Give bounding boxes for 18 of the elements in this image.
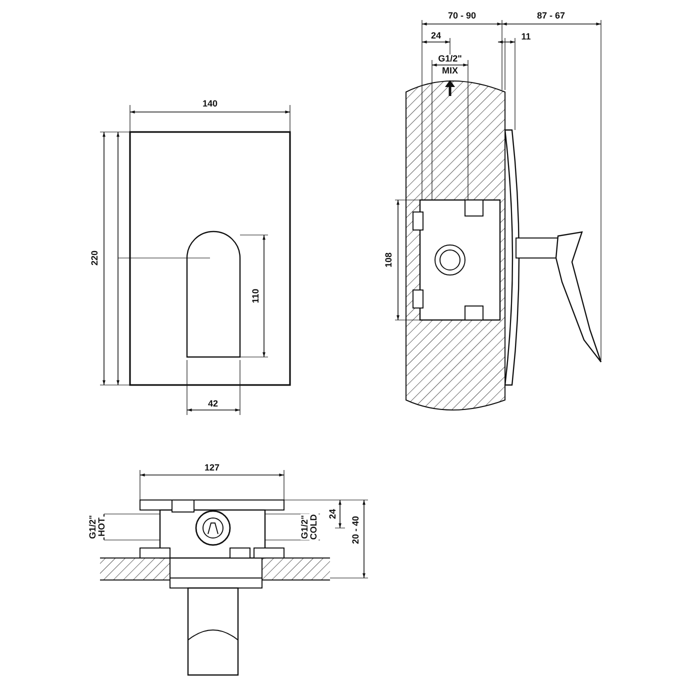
port-label: HOT [98,516,106,538]
dimension-label: 140 [201,100,219,108]
dimension-label: 108 [384,251,394,269]
port-label: G1/2" [88,514,98,540]
port-label: G1/2" [300,514,310,540]
port-label: G1/2" [437,54,463,64]
dimension-label: 110 [252,288,260,304]
dimension-label: 127 [203,464,221,472]
port-label: MIX [441,66,459,76]
dimension-label: 87 - 67 [536,12,566,20]
dimension-label: 70 - 90 [446,12,478,20]
dimension-label: 20 - 40 [352,514,360,546]
dimension-label: 220 [90,249,100,267]
dimension-label: 11 [520,32,532,42]
dimension-label: 24 [430,32,442,40]
dimension-label: 42 [207,400,219,408]
port-label: COLD [310,513,318,541]
dimension-label: 24 [328,508,338,520]
